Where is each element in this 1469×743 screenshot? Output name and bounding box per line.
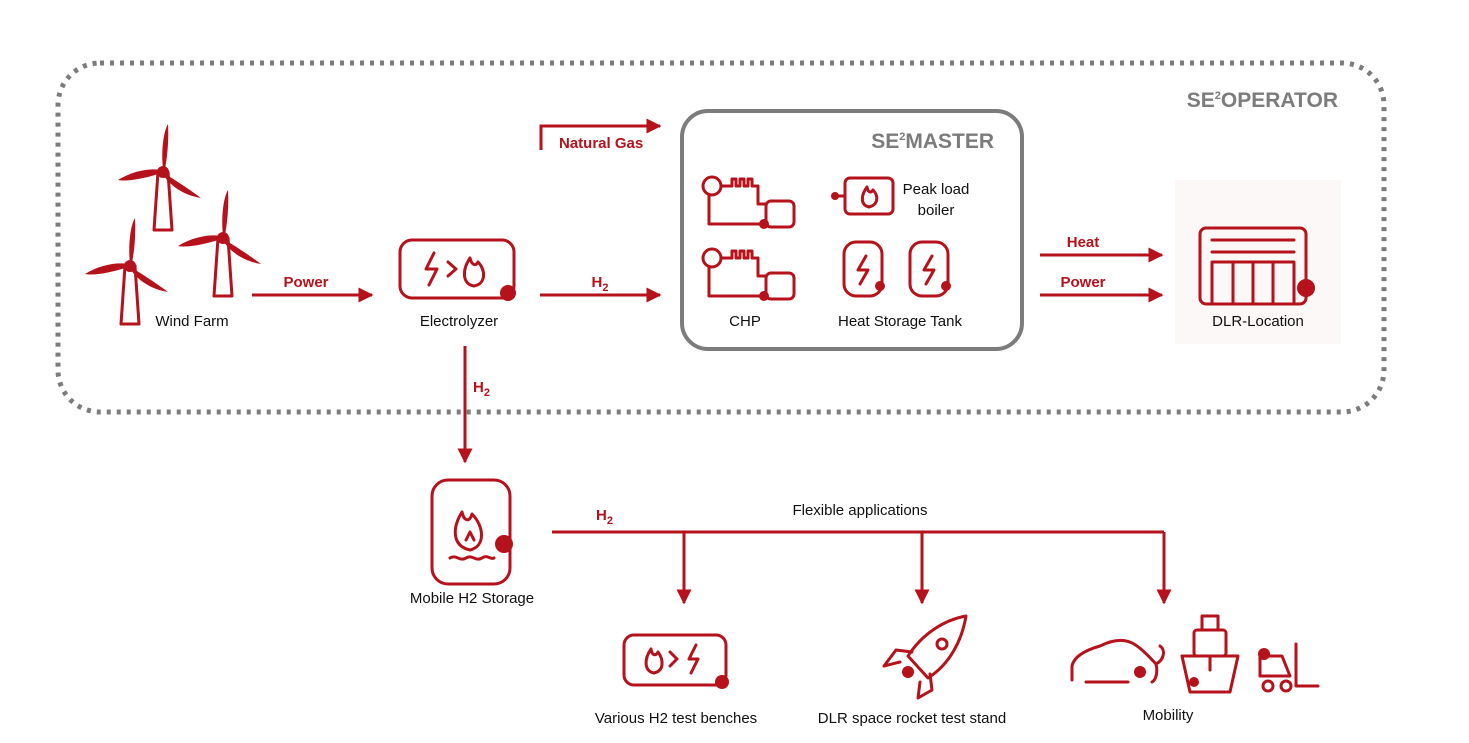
h2-storage-icon — [430, 478, 513, 586]
wind-turbine-icon — [85, 124, 261, 326]
natural-gas-arrow — [539, 118, 662, 150]
heat-storage-label: Heat Storage Tank — [838, 313, 962, 330]
master-title: SE2MASTER — [871, 130, 994, 153]
forklift-icon — [1258, 642, 1320, 693]
chp-label: CHP — [729, 313, 761, 330]
rocket-icon — [882, 614, 968, 700]
power-out-label: Power — [1060, 274, 1105, 291]
boiler-label: Peak load — [903, 181, 970, 198]
wind-farm-label: Wind Farm — [155, 313, 228, 330]
natural-gas-label: Natural Gas — [559, 135, 643, 152]
power-flow-label: Power — [283, 274, 328, 291]
rocket-stand-label: DLR space rocket test stand — [818, 710, 1006, 727]
h2-main-label: H2 — [592, 274, 609, 294]
mobile-h2-storage-label: Mobile H2 Storage — [410, 590, 534, 607]
test-bench-icon — [622, 633, 729, 689]
ship-icon — [1180, 614, 1240, 694]
h2-storage-label: H2 — [596, 507, 613, 527]
dlr-location-label: DLR-Location — [1212, 313, 1304, 330]
flexible-applications-label: Flexible applications — [792, 502, 927, 519]
boiler-label-line2: boiler — [918, 202, 955, 219]
building-icon — [1175, 180, 1341, 344]
electrolyzer-icon — [398, 238, 516, 301]
h2-down-label: H2 — [473, 379, 490, 399]
car-icon — [1070, 638, 1165, 684]
test-benches-label: Various H2 test benches — [595, 710, 757, 727]
chp-icon — [701, 175, 796, 301]
mobility-label: Mobility — [1143, 707, 1194, 724]
heat-flow-label: Heat — [1067, 234, 1100, 251]
electrolyzer-label: Electrolyzer — [420, 313, 498, 330]
operator-frame — [55, 60, 1387, 415]
boiler-icon — [831, 176, 895, 216]
operator-title: SE2OPERATOR — [1187, 89, 1338, 112]
heat-storage-icon — [842, 240, 951, 298]
